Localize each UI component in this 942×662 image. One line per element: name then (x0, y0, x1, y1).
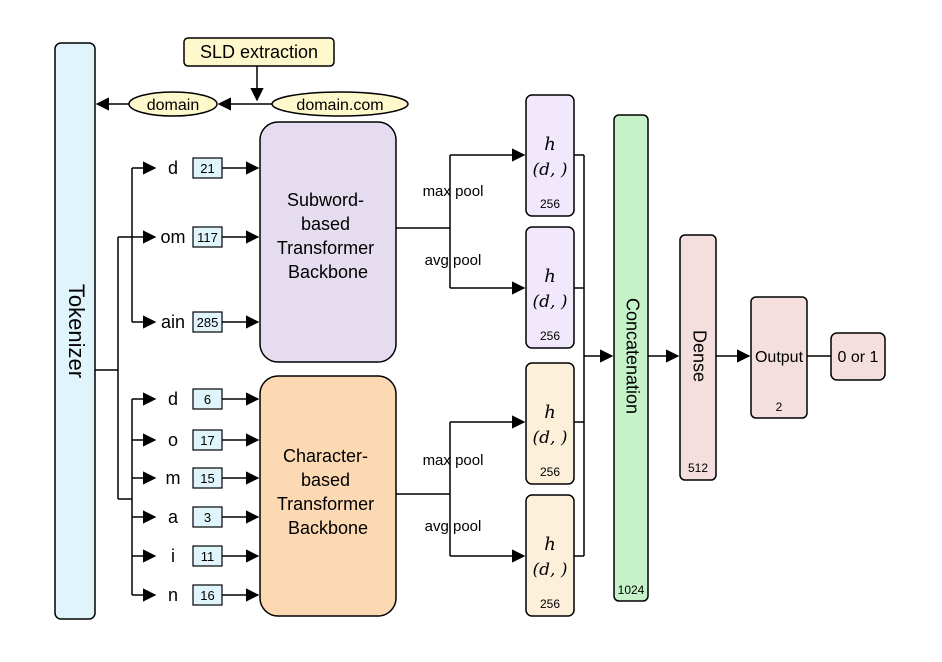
sld-extraction-box (183, 37, 335, 67)
token-id: 15 (200, 471, 214, 486)
result-box (830, 332, 886, 381)
token-text: d (168, 389, 178, 409)
token-row: ain 285 (132, 311, 260, 333)
token-row: o 17 (132, 429, 260, 451)
character-backbone-box (259, 375, 397, 617)
subword-avg-pool-label: avg pool (425, 252, 482, 269)
tokenizer-label: Tokenizer (64, 284, 89, 378)
token-id: 21 (200, 161, 214, 176)
subword-backbone-line4: Backbone (288, 262, 368, 282)
character-backbone-line4: Backbone (288, 518, 368, 538)
token-id: 3 (204, 510, 211, 525)
token-text: m (166, 468, 181, 488)
hidden-h-symbol: h (544, 402, 556, 423)
character-backbone-line3: Transformer (277, 494, 374, 514)
concatenation-dim: 1024 (618, 583, 645, 597)
hidden-h-symbol: h (544, 534, 556, 555)
token-row: i 11 (132, 545, 260, 567)
hidden-d-symbol: (d, ) (533, 160, 568, 180)
subword-max-pool-label: max pool (423, 183, 484, 200)
output-label: Output (755, 349, 804, 366)
token-id: 17 (200, 433, 214, 448)
character-backbone-label: Character- based Transformer Backbone (277, 446, 379, 538)
output-box (750, 296, 808, 419)
token-id: 6 (204, 392, 211, 407)
hidden-dim: 256 (540, 329, 560, 343)
hidden-dim: 256 (540, 465, 560, 479)
dense-dim: 512 (688, 461, 708, 475)
character-backbone-line1: Character- (283, 446, 368, 466)
hidden-vector: h (d, ) 256 (525, 494, 575, 617)
char-max-pool-label: max pool (423, 452, 484, 469)
sld-extraction-label: SLD extraction (200, 42, 318, 62)
subword-backbone-line3: Transformer (277, 238, 374, 258)
subword-backbone-label: Subword- based Transformer Backbone (277, 190, 379, 282)
token-row: m 15 (132, 467, 260, 489)
token-text: d (168, 158, 178, 178)
tokenizer-box (54, 42, 96, 620)
subword-backbone-line2: based (301, 214, 350, 234)
token-id: 285 (197, 315, 219, 330)
token-text: om (160, 227, 185, 247)
hidden-d-symbol: (d, ) (533, 560, 568, 580)
hidden-vector: h (d, ) 256 (525, 226, 575, 349)
token-id: 117 (197, 230, 218, 245)
subword-backbone-box (259, 121, 397, 363)
hidden-vector-box (525, 362, 575, 485)
character-backbone-line2: based (301, 470, 350, 490)
token-id: 16 (200, 588, 214, 603)
token-id: 11 (201, 549, 215, 564)
dense-box (679, 234, 717, 481)
domain-input-label: domain.com (296, 97, 383, 114)
hidden-d-symbol: (d, ) (533, 428, 568, 448)
domain-sld-label: domain (147, 97, 199, 114)
concatenation-box (613, 114, 649, 602)
token-text: a (168, 507, 179, 527)
hidden-d-symbol: (d, ) (533, 292, 568, 312)
hidden-h-symbol: h (544, 266, 556, 287)
hidden-h-symbol: h (544, 134, 556, 155)
char-avg-pool-label: avg pool (425, 518, 482, 535)
token-row: d 21 (132, 157, 260, 179)
token-text: ain (161, 312, 185, 332)
concatenation-label: Concatenation (622, 298, 642, 414)
hidden-vector: h (d, ) 256 (525, 362, 575, 485)
token-row: n 16 (132, 584, 260, 606)
hidden-vector: h (d, ) 256 (525, 94, 575, 217)
token-text: o (168, 430, 178, 450)
token-row: om 117 (132, 226, 260, 248)
token-text: i (171, 546, 175, 566)
dense-label: Dense (689, 330, 709, 382)
hidden-dim: 256 (540, 597, 560, 611)
result-label: 0 or 1 (838, 349, 879, 366)
subword-backbone-line1: Subword- (287, 190, 364, 210)
output-dim: 2 (776, 400, 783, 414)
hidden-dim: 256 (540, 197, 560, 211)
token-text: n (168, 585, 178, 605)
